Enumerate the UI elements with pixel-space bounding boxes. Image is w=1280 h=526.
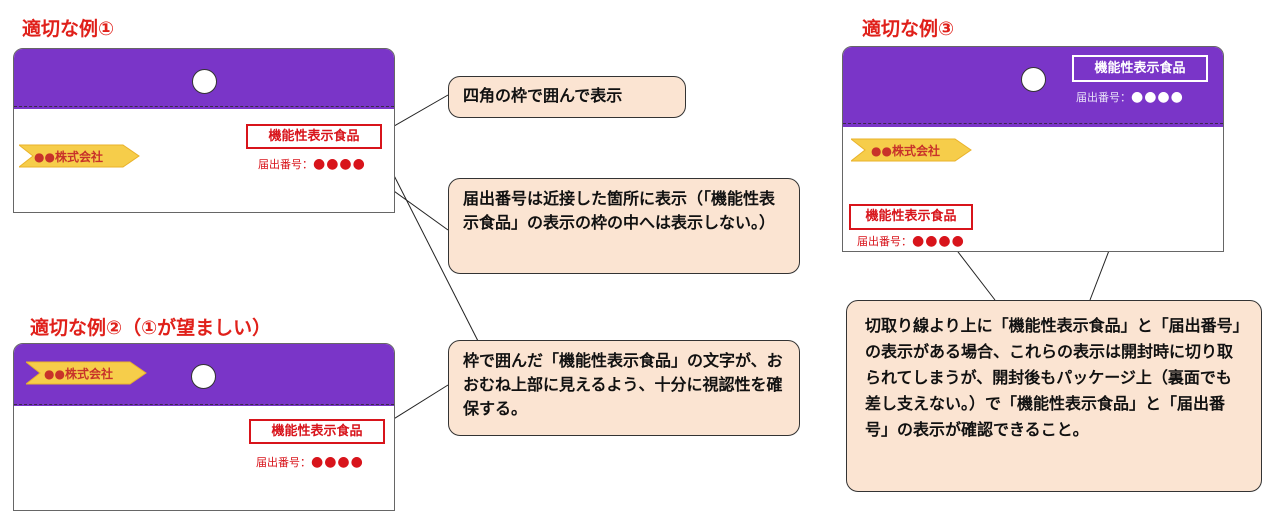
company-ribbon-logo [26,361,147,385]
ffc-label-box-bottom: 機能性表示食品 [849,204,973,230]
callout-frame-box: 四角の枠で囲んで表示 [448,76,686,118]
company-name: ●●株式会社 [44,367,113,381]
callout-cut-line-note: 切取り線より上に「機能性表示食品」と「届出番号」の表示がある場合、これらの表示は… [846,300,1262,492]
callout-visibility: 枠で囲んだ「機能性表示食品」の文字が、おおむね上部に見えるよう、十分に視認性を確… [448,340,800,436]
connector-c4-ex3-bottom [954,247,996,301]
notification-number: 届出番号：●●●● [256,454,364,470]
notification-number-dots: ●●●● [912,233,965,249]
notification-number-label: 届出番号： [1076,91,1131,104]
heading-example-3: 適切な例③ [862,18,955,40]
cut-line [14,404,394,405]
package-example-3: 機能性表示食品 届出番号：●●●● ●●株式会社 機能性表示食品 届出番号：●●… [842,46,1224,252]
notification-number-dots: ●●●● [311,454,364,470]
notification-number-bottom: 届出番号：●●●● [857,233,965,249]
notification-number-label: 届出番号： [857,235,912,248]
heading-example-1: 適切な例① [22,18,115,40]
notification-number-label: 届出番号： [258,158,313,171]
ffc-label-box: 機能性表示食品 [249,419,385,444]
cut-line [843,123,1223,124]
hang-hole [1021,67,1046,92]
hang-hole [191,364,216,389]
company-ribbon-logo [19,144,140,168]
ffc-label-box-top: 機能性表示食品 [1072,55,1208,82]
company-name: ●●株式会社 [871,144,940,158]
notification-number-dots: ●●●● [313,156,366,172]
callout-notification-proximity: 届出番号は近接した箇所に表示（「機能性表示食品」の表示の枠の中へは表示しない。） [448,178,800,274]
heading-example-2: 適切な例②（①が望ましい） [30,317,272,339]
company-ribbon-logo [851,138,972,162]
cut-line [14,106,394,107]
ffc-label-box: 機能性表示食品 [246,124,382,149]
package-example-1: ●●株式会社 機能性表示食品 届出番号：●●●● [13,48,395,213]
notification-number-label: 届出番号： [256,456,311,469]
package-example-2: ●●株式会社 機能性表示食品 届出番号：●●●● [13,343,395,511]
notification-number-dots: ●●●● [1131,89,1184,105]
notification-number: 届出番号：●●●● [258,156,366,172]
company-name: ●●株式会社 [34,150,103,164]
notification-number-top: 届出番号：●●●● [1076,89,1184,105]
hang-hole [192,69,217,94]
